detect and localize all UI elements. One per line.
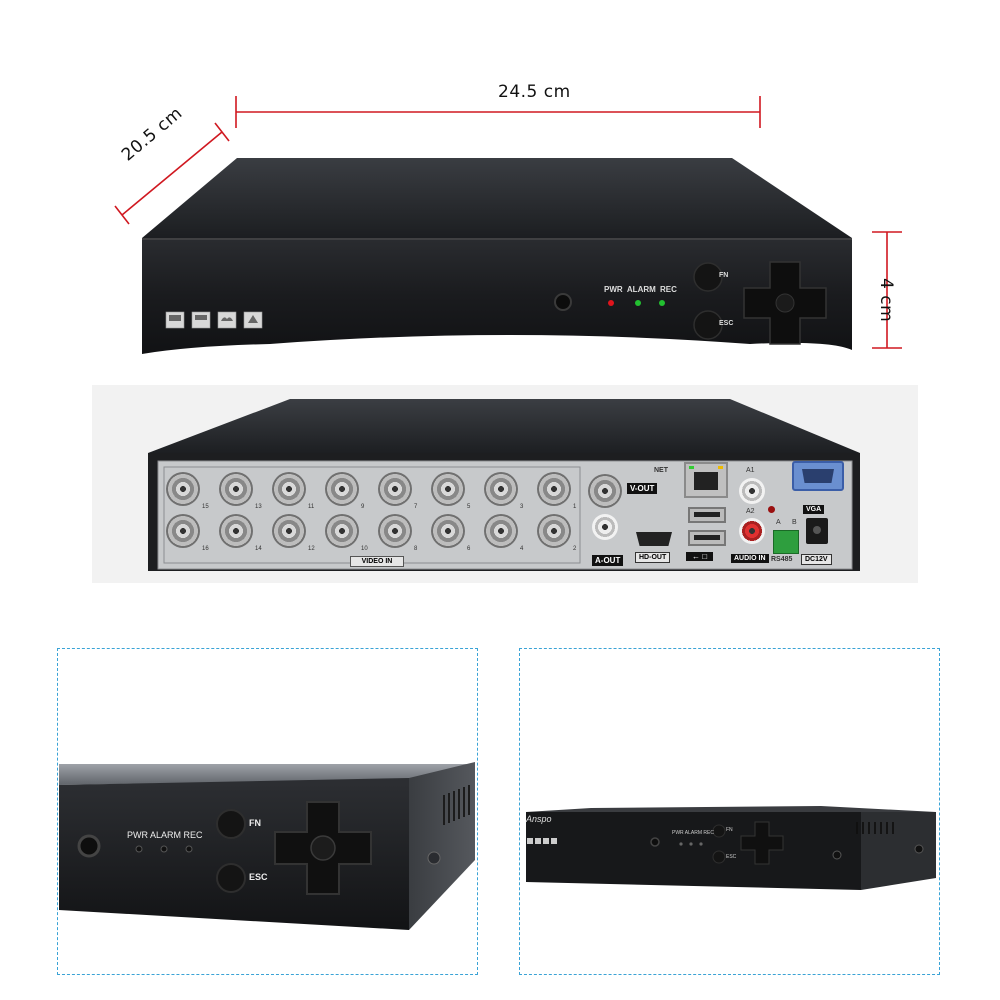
led-rec-icon [659, 300, 665, 306]
channel-number: 4 [520, 546, 524, 552]
detail-frame-right [519, 648, 940, 975]
led-label-alarm: ALARM [626, 285, 656, 294]
bnc-connector-icon [378, 514, 412, 548]
detail-led-alarm-label: ALARM [150, 830, 182, 840]
hdmi-port-icon [636, 532, 672, 546]
channel-number: 13 [255, 504, 262, 510]
detail-frame-left [57, 648, 478, 975]
detail-left-led-labels: PWR ALARM REC [127, 830, 203, 840]
led-label-pwr: PWR [604, 285, 623, 294]
channel-number: 11 [308, 504, 315, 510]
dc-label: DC12V [801, 554, 832, 565]
channel-number: 15 [202, 504, 209, 510]
height-dimension-label: 4 cm [876, 278, 896, 323]
dvr-front-view [142, 158, 852, 354]
width-dimension-label: 24.5 cm [498, 82, 571, 102]
fn-button-label: FN [719, 272, 729, 279]
led-label-rec: REC [660, 285, 677, 294]
hd-out-label: HD-OUT [635, 552, 671, 563]
vga-port-icon [792, 461, 844, 491]
a-out-label: A-OUT [592, 555, 624, 566]
rs485-a-label: A [776, 519, 781, 526]
usb-port-icon [688, 530, 726, 546]
channel-number: 8 [414, 546, 418, 552]
v-out-label: V-OUT [627, 483, 658, 494]
bnc-connector-icon [219, 514, 253, 548]
bnc-connector-icon [219, 472, 253, 506]
brand-logo: Anspo [526, 814, 552, 824]
channel-number: 6 [467, 546, 471, 552]
net-label: NET [654, 467, 668, 474]
bnc-connector-icon [431, 514, 465, 548]
bnc-connector-icon [272, 472, 306, 506]
channel-number: 14 [255, 546, 262, 552]
channel-number: 9 [361, 504, 365, 510]
audio-in-1-rca-icon [739, 478, 765, 504]
channel-number: 2 [573, 546, 577, 552]
audio-in-label: AUDIO IN [731, 554, 769, 563]
a-out-rca-icon [592, 514, 618, 540]
a1-label: A1 [746, 467, 755, 474]
detail-left-fn-label: FN [249, 818, 261, 828]
led-alarm-icon [635, 300, 641, 306]
detail-right-esc-label: ESC [726, 854, 737, 860]
bnc-connector-icon [378, 472, 412, 506]
rs485-terminal-icon [773, 530, 799, 554]
a2-label: A2 [746, 508, 755, 515]
front-led-labels: PWR ALARM REC [604, 285, 677, 294]
v-out-bnc-icon [588, 474, 622, 508]
channel-number: 16 [202, 546, 209, 552]
bnc-connector-icon [484, 472, 518, 506]
bnc-connector-icon [272, 514, 306, 548]
rs485-b-label: B [792, 519, 797, 526]
channel-number: 1 [573, 504, 577, 510]
bnc-connector-icon [325, 472, 359, 506]
channel-number: 12 [308, 546, 315, 552]
vga-label: VGA [803, 505, 825, 514]
audio-in-2-rca-icon [739, 518, 765, 544]
bnc-connector-icon [166, 472, 200, 506]
feature-badges [165, 311, 263, 329]
detail-left-closeup [59, 762, 475, 930]
bnc-connector-icon [537, 514, 571, 548]
ethernet-port-icon [684, 462, 728, 498]
channel-number: 10 [361, 546, 368, 552]
bnc-connector-icon [484, 514, 518, 548]
channel-number: 7 [414, 504, 418, 510]
channel-number: 3 [520, 504, 524, 510]
dimension-lines [114, 96, 902, 349]
usb-port-icon [688, 507, 726, 523]
detail-led-pwr-label: PWR [127, 830, 148, 840]
video-in-label: VIDEO IN [350, 556, 404, 567]
bnc-connector-icon [325, 514, 359, 548]
detail-led-rec-label: REC [183, 830, 203, 840]
detail-right-led-labels: PWR ALARM REC [672, 830, 714, 836]
bnc-connector-icon [431, 472, 465, 506]
detail-right-device [526, 806, 936, 890]
led-pwr-icon [608, 300, 614, 306]
dc-power-jack-icon [806, 518, 828, 544]
usb-label: ← □ [686, 552, 714, 561]
detail-right-fn-label: FN [726, 827, 733, 833]
esc-button-label: ESC [719, 320, 734, 327]
bnc-connector-icon [166, 514, 200, 548]
detail-left-esc-label: ESC [249, 872, 268, 882]
channel-number: 5 [467, 504, 471, 510]
rs485-label: RS485 [771, 556, 793, 563]
bnc-connector-icon [537, 472, 571, 506]
alarm-led-icon [768, 506, 775, 513]
dvr-rear-view [148, 399, 860, 571]
